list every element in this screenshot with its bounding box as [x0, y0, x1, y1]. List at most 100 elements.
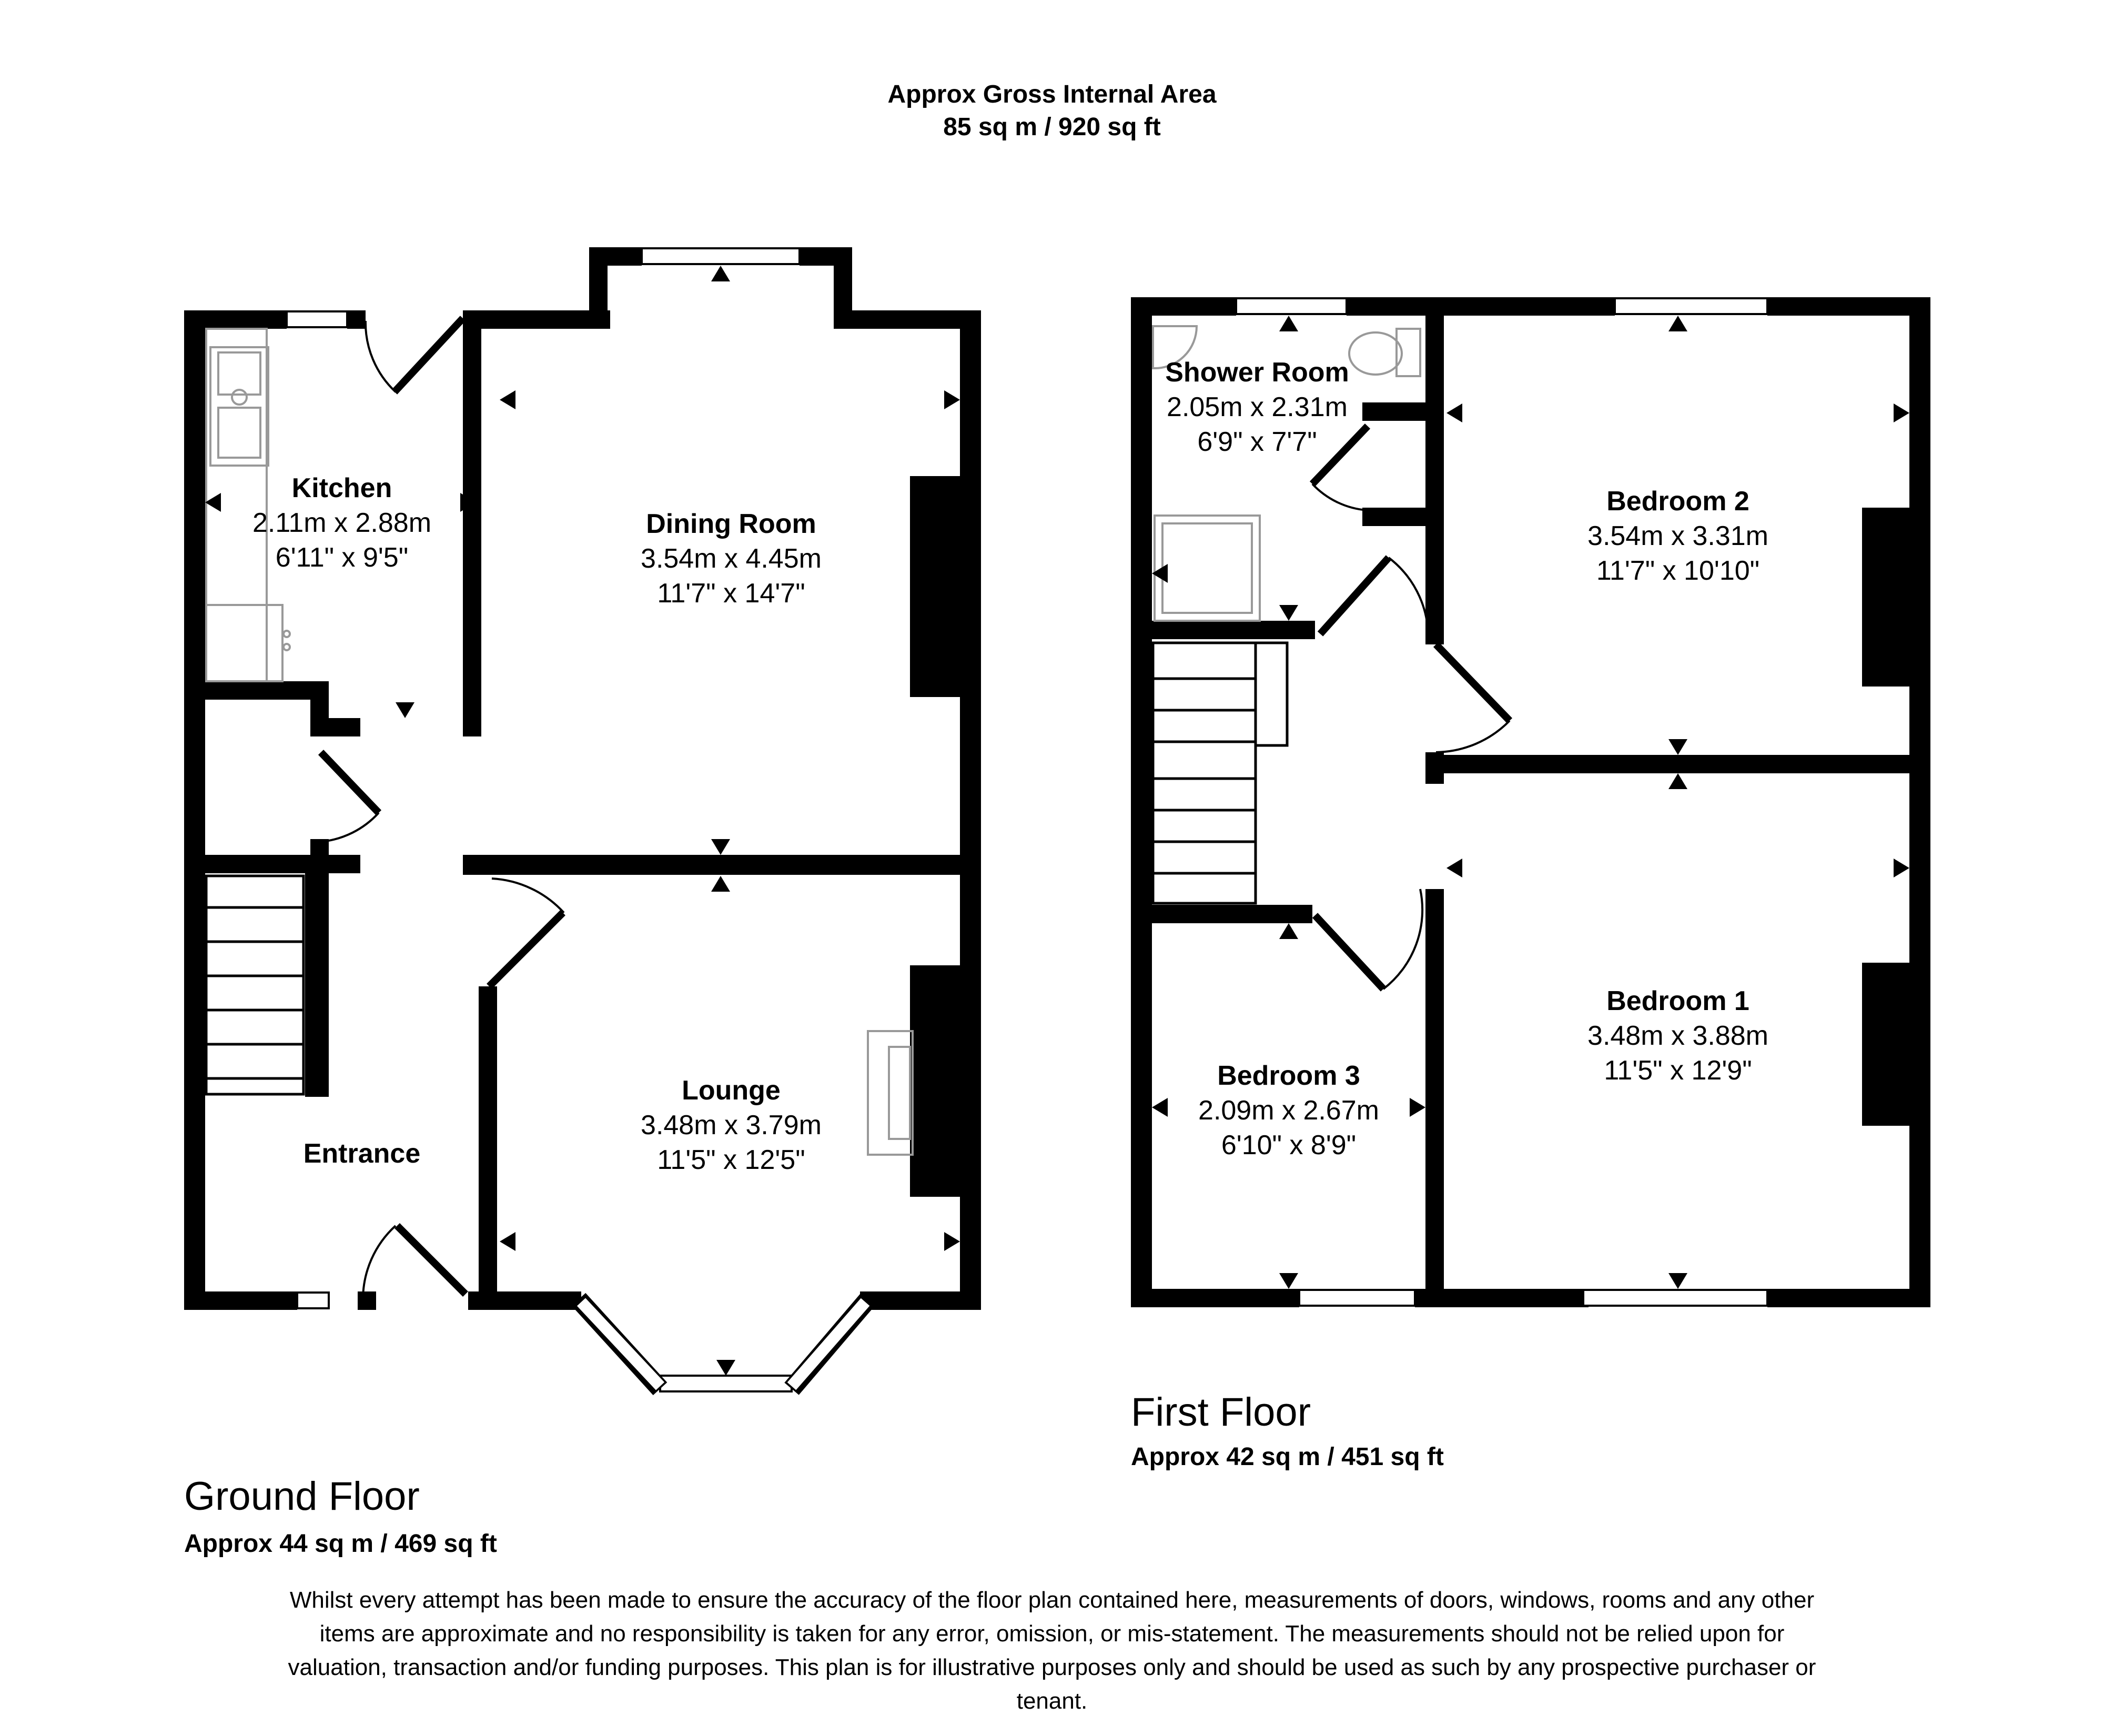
gf-wall-store-door-jamb: [310, 839, 329, 860]
ff-wall-bottom-d: [1767, 1289, 1930, 1307]
disclaimer: Whilst every attempt has been made to en…: [288, 1587, 1816, 1714]
room-metric: 2.09m x 2.67m: [1198, 1095, 1379, 1126]
room-imperial: 11'7" x 14'7": [657, 578, 805, 609]
ff-window-bed1: [1582, 1289, 1768, 1307]
bed3-arrow-top: [1279, 923, 1298, 939]
room-bedroom-2: Bedroom 2 3.54m x 3.31m 11'7" x 10'10": [1587, 484, 1768, 588]
dining-arrow-top: [711, 266, 730, 281]
kitchen-arrow-right: [460, 493, 476, 512]
walls: [184, 247, 1930, 1310]
door-lounge-arc: [491, 877, 565, 914]
room-name: Entrance: [303, 1138, 421, 1169]
room-metric: 3.48m x 3.88m: [1587, 1021, 1768, 1051]
kitchen-sink-bowl-icon: [217, 407, 261, 459]
door-shower-leaf: [1309, 423, 1371, 487]
ff-wall-shower-bottom: [1131, 621, 1315, 639]
room-imperial: 6'10" x 8'9": [1221, 1130, 1357, 1160]
gf-wall-bottom-mid: [358, 1291, 376, 1310]
gf-wall-dining-top-right: [834, 310, 978, 329]
dining-arrow-bottom: [711, 839, 730, 855]
lounge-arrow-top: [711, 876, 730, 892]
gf-chimney-lounge: [910, 965, 963, 1197]
ff-wall-bed3-top: [1131, 905, 1312, 923]
lounge-arrow-bottom: [716, 1360, 735, 1376]
cooker-hob-icon: [282, 630, 291, 638]
kitchen-arrow-left: [205, 493, 221, 512]
room-name: Bedroom 1: [1606, 986, 1749, 1016]
bed2-arrow-bottom: [1668, 739, 1687, 755]
gf-wall-bay-top-a: [589, 247, 642, 266]
gf-wall-right: [960, 310, 981, 1310]
lounge-arrow-left: [500, 1232, 515, 1251]
ff-chimney-bed2: [1862, 508, 1912, 687]
ff-wall-top-c: [1431, 297, 1604, 316]
bay-right-inner: [787, 1298, 870, 1390]
room-metric: 2.05m x 2.31m: [1167, 392, 1348, 422]
first-floor-area: Approx 42 sq m / 451 sq ft: [1131, 1443, 1444, 1471]
gf-wall-left: [184, 310, 205, 1310]
door-bed2-arc: [1435, 720, 1511, 753]
room-kitchen: Kitchen 2.11m x 2.88m 6'11" x 9'5": [252, 471, 431, 575]
door-landing-arc: [1388, 557, 1429, 634]
gf-wall-dining-lounge: [481, 855, 981, 875]
ff-wall-shower-bed2: [1425, 297, 1444, 644]
basin-icon: [1152, 325, 1198, 370]
room-imperial: 11'5" x 12'5": [657, 1145, 805, 1175]
fireplace-hearth-icon: [867, 1030, 914, 1156]
toilet-cistern-icon: [1395, 328, 1421, 377]
door-store-leaf: [318, 750, 382, 815]
ff-stair-rail: [1254, 641, 1289, 747]
gf-wall-dining-top-left: [463, 310, 610, 329]
bed2-arrow-right: [1894, 403, 1909, 422]
room-metric: 3.54m x 3.31m: [1587, 521, 1768, 551]
shower-arrow-left: [1152, 564, 1168, 583]
bed3-arrow-right: [1410, 1098, 1425, 1117]
door-front-leaf: [394, 1223, 468, 1297]
ff-stairs-flight: [1151, 641, 1257, 905]
room-metric: 2.11m x 2.88m: [252, 508, 432, 538]
bay-windows: [571, 1293, 875, 1396]
ff-wall-shower-cupboard-b: [1362, 508, 1441, 526]
ff-wall-left: [1131, 297, 1152, 1307]
ff-wall-shower-cupboard-a: [1362, 402, 1441, 421]
first-floor-title: First Floor: [1131, 1390, 1311, 1435]
fixtures: [205, 325, 1421, 1156]
gf-wall-kitchen-bottom: [184, 681, 329, 700]
room-name: Bedroom 3: [1217, 1061, 1360, 1091]
room-name: Dining Room: [646, 509, 816, 539]
gf-window-dining: [641, 247, 801, 265]
gf-wall-bottom-left: [184, 1291, 297, 1310]
ff-wall-top-e: [1767, 297, 1925, 316]
ff-wall-bed3-right: [1425, 889, 1444, 1307]
room-lounge: Lounge 3.48m x 3.79m 11'5" x 12'5": [641, 1073, 822, 1177]
room-entrance: Entrance: [304, 1136, 421, 1171]
ff-wall-right: [1909, 297, 1930, 1307]
room-metric: 3.48m x 3.79m: [641, 1110, 822, 1140]
ff-wall-bottom-a: [1131, 1289, 1299, 1307]
ff-wall-landing-stub: [1425, 752, 1444, 784]
room-shower: Shower Room 2.05m x 2.31m 6'9" x 7'7": [1165, 355, 1349, 459]
dining-arrow-left: [500, 390, 515, 409]
room-bedroom-3: Bedroom 3 2.09m x 2.67m 6'10" x 8'9": [1198, 1058, 1379, 1163]
door-kitchen-back-leaf: [391, 316, 466, 395]
doors: [318, 316, 1513, 1300]
room-bedroom-1: Bedroom 1 3.48m x 3.88m 11'5" x 12'9": [1587, 984, 1768, 1088]
gf-wall-entrance-lounge: [479, 986, 497, 1307]
ground-floor-area: Approx 44 sq m / 469 sq ft: [184, 1530, 497, 1558]
bed1-arrow-right: [1894, 859, 1909, 877]
bed2-arrow-left: [1446, 403, 1462, 422]
gf-window-kitchen: [286, 310, 348, 328]
gf-wall-stairs-right: [305, 855, 329, 1097]
gf-window-bay-front: [659, 1375, 793, 1392]
kitchen-arrow-bottom: [396, 702, 414, 718]
dining-arrow-right: [944, 390, 960, 409]
ff-window-bed2: [1614, 297, 1768, 315]
kitchen-tap-icon: [231, 389, 248, 406]
kitchen-sink-icon: [209, 346, 269, 467]
cooker-hob-icon: [282, 643, 291, 651]
bed3-arrow-left: [1152, 1098, 1168, 1117]
ff-window-bed3: [1298, 1289, 1416, 1307]
door-shower-arc: [1311, 483, 1368, 511]
gf-wall-store-stub: [310, 718, 360, 736]
toilet-bowl-icon: [1348, 331, 1403, 376]
